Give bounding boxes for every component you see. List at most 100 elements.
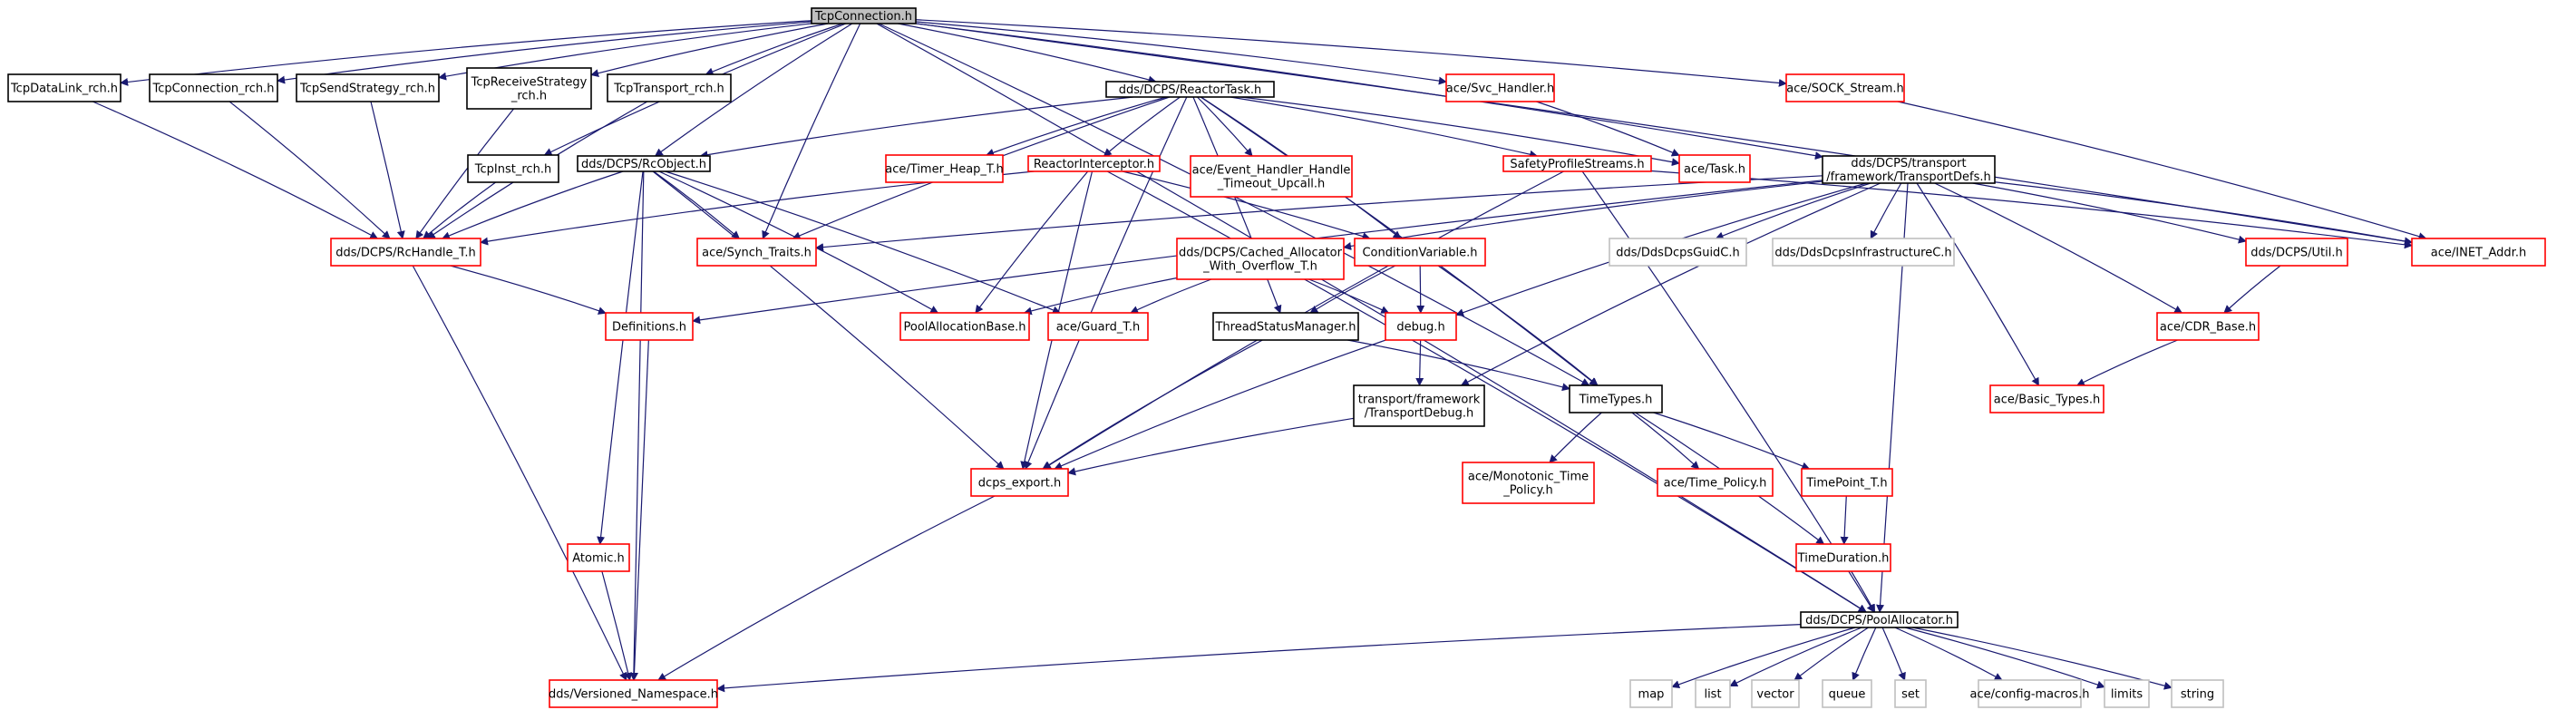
node-label: dds/DCPS/Util.h: [2250, 247, 2342, 260]
edge-threadstatus-to-timetypes: [1347, 339, 1570, 392]
node-box: [1772, 238, 1955, 267]
node-synch[interactable]: ace/Synch_Traits.h: [696, 238, 817, 267]
node-timepolicy[interactable]: ace/Time_Policy.h: [1657, 468, 1774, 497]
node-rcobject[interactable]: dds/DCPS/RcObject.h: [577, 155, 711, 172]
node-task[interactable]: ace/Task.h: [1678, 154, 1751, 183]
edge-root-to-svch: [915, 21, 1447, 85]
edge-timetypes-to-monotonic: [1549, 412, 1602, 463]
node-box: [1894, 679, 1927, 708]
node-box: [1822, 679, 1872, 708]
node-safety[interactable]: SafetyProfileStreams.h: [1502, 155, 1652, 172]
node-threadstatus[interactable]: ThreadStatusManager.h: [1212, 312, 1359, 341]
edge-dcpsexport-to-versioned: [657, 495, 996, 681]
node-sockstream[interactable]: ace/SOCK_Stream.h: [1785, 73, 1905, 102]
node-timetypes[interactable]: TimeTypes.h: [1569, 384, 1663, 413]
node-trsr[interactable]: TcpReceiveStrategy_rch.h: [466, 67, 592, 110]
node-box: [549, 679, 718, 708]
node-tir[interactable]: TcpInst_rch.h: [467, 154, 559, 183]
node-label: string: [2181, 688, 2214, 702]
node-label: Definitions.h: [612, 321, 686, 335]
node-timepoint[interactable]: TimePoint_T.h: [1801, 468, 1893, 497]
node-rchandle[interactable]: dds/DCPS/RcHandle_T.h: [330, 238, 481, 267]
node-timerheap[interactable]: ace/Timer_Heap_T.h: [885, 154, 1004, 183]
edge-cachedalloc-to-debug: [1308, 278, 1390, 314]
node-versioned[interactable]: dds/Versioned_Namespace.h: [549, 679, 718, 708]
edge-reactortask-to-safety: [1230, 96, 1539, 159]
node-tssr[interactable]: TcpSendStrategy_rch.h: [296, 73, 440, 102]
node-label: dds/DCPS/PoolAllocator.h: [1805, 614, 1953, 627]
node-label: dds/DdsDcpsGuidC.h: [1616, 247, 1740, 260]
node-label: _Timeout_Upcall.h: [1217, 178, 1326, 191]
edge-poolallocator-to-string: [1911, 627, 2173, 690]
edge-safety-to-inetaddr: [1650, 170, 2413, 249]
node-transportdebug[interactable]: transport/framework/TransportDebug.h: [1353, 384, 1485, 427]
edge-rcobject-to-guard: [665, 170, 1061, 315]
node-ttr[interactable]: TcpTransport_rch.h: [607, 73, 732, 102]
node-inetaddr[interactable]: ace/INET_Addr.h: [2411, 238, 2546, 267]
node-cachedalloc[interactable]: dds/DCPS/Cached_Allocator_With_Overflow_…: [1176, 238, 1345, 280]
node-label: set: [1901, 688, 1920, 702]
node-poolallocbase[interactable]: PoolAllocationBase.h: [899, 312, 1030, 341]
edge-timetypes-to-timepoint: [1653, 412, 1811, 471]
edge-timepoint-to-timeduration: [1840, 495, 1849, 545]
node-label: ace/CDR_Base.h: [2160, 321, 2256, 335]
node-box: [466, 67, 592, 110]
node-box: [1502, 155, 1652, 172]
node-poolallocator[interactable]: dds/DCPS/PoolAllocator.h: [1800, 611, 1959, 628]
edge-cachedalloc-to-poolallocbase: [1023, 277, 1178, 316]
node-condvar[interactable]: ConditionVariable.h: [1354, 238, 1486, 267]
node-util[interactable]: dds/DCPS/Util.h: [2245, 238, 2348, 267]
node-tdlr[interactable]: TcpDataLink_rch.h: [7, 73, 122, 102]
edge-transportdebug-to-dcpsexport: [1067, 417, 1355, 476]
node-label: TimeDuration.h: [1797, 552, 1890, 566]
node-label: TcpTransport_rch.h: [613, 83, 724, 96]
edge-reactortask-to-task: [1240, 96, 1680, 167]
edge-root-to-trsr: [590, 23, 829, 78]
node-guard[interactable]: ace/Guard_T.h: [1047, 312, 1149, 341]
node-transportdefs[interactable]: dds/DCPS/transport/framework/TransportDe…: [1822, 155, 1996, 184]
node-box: [1609, 238, 1747, 267]
node-box: [1678, 154, 1751, 183]
node-label: ace/Task.h: [1684, 163, 1745, 177]
node-cdrbase[interactable]: ace/CDR_Base.h: [2156, 312, 2260, 341]
node-guidc: dds/DdsDcpsGuidC.h: [1609, 238, 1747, 267]
node-tcr[interactable]: TcpConnection_rch.h: [149, 73, 278, 102]
node-timeduration[interactable]: TimeDuration.h: [1795, 543, 1891, 572]
node-reactortask[interactable]: dds/DCPS/ReactorTask.h: [1105, 81, 1275, 98]
edge-transportdefs-to-basictypes: [1916, 182, 2039, 386]
node-label: ThreadStatusManager.h: [1214, 321, 1356, 335]
edge-root-to-tcr: [277, 21, 812, 84]
edge-rcobject-to-rchandle: [442, 170, 624, 240]
edge-threadstatus-to-dcpsexport: [1042, 339, 1263, 470]
node-basictypes[interactable]: ace/Basic_Types.h: [1989, 384, 2105, 413]
edge-root-to-tdlr: [120, 20, 812, 86]
edge-transportdefs-to-transportdebug: [1460, 182, 1881, 386]
node-label: TimePoint_T.h: [1805, 477, 1887, 491]
node-box: [1629, 679, 1673, 708]
edge-tdlr-to-rchandle: [92, 101, 379, 239]
node-box: [1212, 312, 1359, 341]
node-box: [567, 543, 630, 572]
node-dcpsexport[interactable]: dcps_export.h: [970, 468, 1069, 497]
node-label: list: [1704, 688, 1721, 702]
edge-reactorint-to-condvar: [1122, 170, 1371, 240]
node-label: TcpDataLink_rch.h: [10, 83, 118, 96]
edge-rchandle-to-versioned: [412, 265, 627, 681]
node-box: [1445, 73, 1555, 102]
node-eventhandler[interactable]: ace/Event_Handler_Handle_Timeout_Upcall.…: [1190, 155, 1353, 198]
node-monotonic[interactable]: ace/Monotonic_Time_Policy.h: [1462, 462, 1595, 504]
node-svch[interactable]: ace/Svc_Handler.h: [1445, 73, 1555, 102]
node-box: [970, 468, 1069, 497]
node-atomic[interactable]: Atomic.h: [567, 543, 630, 572]
node-reactorint[interactable]: ReactorInterceptor.h: [1027, 155, 1161, 172]
edge-rchandle-to-definitions: [450, 265, 607, 315]
edge-poolallocator-to-queue: [1852, 627, 1877, 681]
node-box: [1751, 679, 1800, 708]
edge-tcr-to-rchandle: [228, 101, 391, 239]
node-root[interactable]: TcpConnection.h: [811, 7, 917, 24]
edge-root-to-synch: [762, 23, 861, 239]
node-label: ace/Monotonic_Time: [1468, 471, 1589, 484]
node-debug[interactable]: debug.h: [1385, 312, 1457, 341]
node-definitions[interactable]: Definitions.h: [605, 312, 694, 341]
node-box: [1800, 611, 1959, 628]
